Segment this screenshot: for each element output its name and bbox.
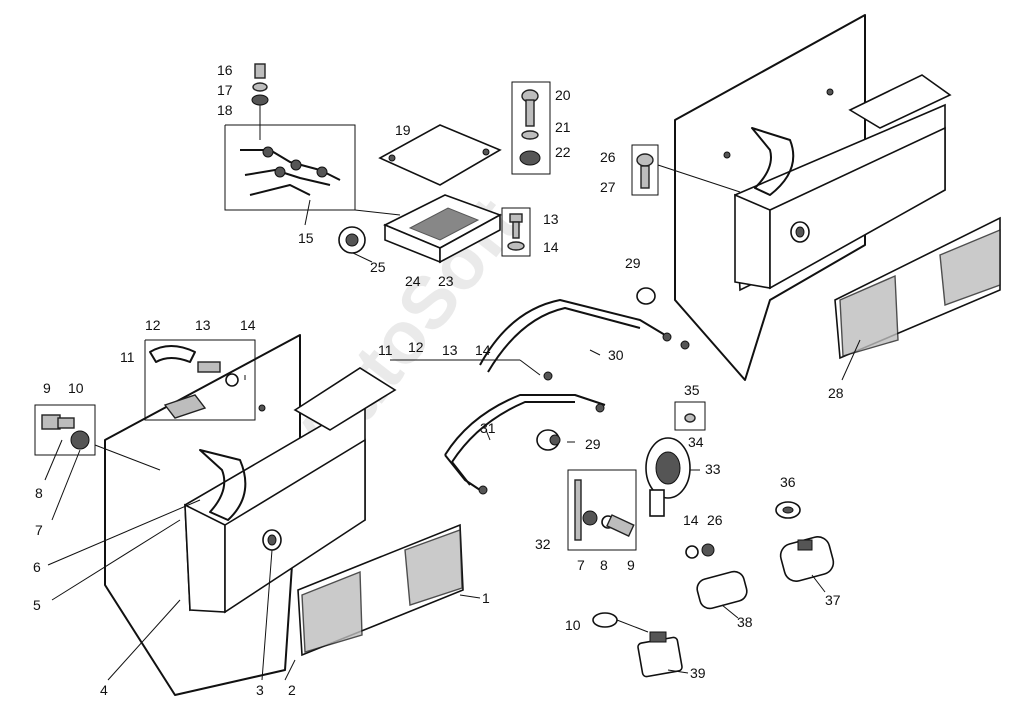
label-8: 8 [35,485,43,501]
label-9b: 9 [627,557,635,573]
label-32: 32 [535,536,551,552]
label-2: 2 [288,682,296,698]
terminal-block-assembly [224,63,551,264]
label-11: 11 [120,349,135,365]
leader-lines [44,199,861,681]
label-12: 12 [145,317,161,333]
horn-and-marker-lamps [567,401,835,678]
label-7: 7 [35,522,43,538]
label-35: 35 [684,382,700,398]
label-8b: 8 [600,557,608,573]
label-22: 22 [555,144,571,160]
label-3: 3 [256,682,264,698]
label-13b: 13 [442,342,458,358]
label-23: 23 [438,273,454,289]
label-14c: 14 [543,239,559,255]
label-39: 39 [690,665,706,681]
label-37: 37 [825,592,841,608]
label-6: 6 [33,559,41,575]
label-14: 14 [240,317,256,333]
label-38: 38 [737,614,753,630]
label-14d: 14 [683,512,699,528]
label-26: 26 [600,149,616,165]
label-9: 9 [43,380,51,396]
label-18: 18 [217,102,233,118]
right-bracket-assembly [631,14,1001,381]
label-28: 28 [828,385,844,401]
label-33: 33 [705,461,721,477]
label-10: 10 [68,380,84,396]
label-31: 31 [480,420,496,436]
label-5: 5 [33,597,41,613]
label-26b: 26 [707,512,723,528]
label-29b: 29 [585,436,601,452]
label-11b: 11 [378,342,393,358]
label-36: 36 [780,474,796,490]
part-labels: 1 2 3 4 5 6 7 8 9 10 11 12 13 14 11 12 1… [33,62,844,698]
label-13: 13 [195,317,211,333]
label-24: 24 [405,273,421,289]
label-17: 17 [217,82,233,98]
label-19: 19 [395,122,411,138]
label-4: 4 [100,682,108,698]
label-14b: 14 [475,342,491,358]
label-16: 16 [217,62,233,78]
label-20: 20 [555,87,571,103]
label-30: 30 [608,347,624,363]
label-21: 21 [555,119,571,135]
label-12b: 12 [408,339,424,355]
label-34: 34 [688,434,704,450]
label-25: 25 [370,259,386,275]
label-27: 27 [600,179,616,195]
label-13c: 13 [543,211,559,227]
label-29: 29 [625,255,641,271]
wiring-harnesses [390,287,690,495]
label-10b: 10 [565,617,581,633]
left-bracket-assembly [34,334,464,696]
label-7b: 7 [577,557,585,573]
label-1: 1 [482,590,490,606]
label-15: 15 [298,230,314,246]
